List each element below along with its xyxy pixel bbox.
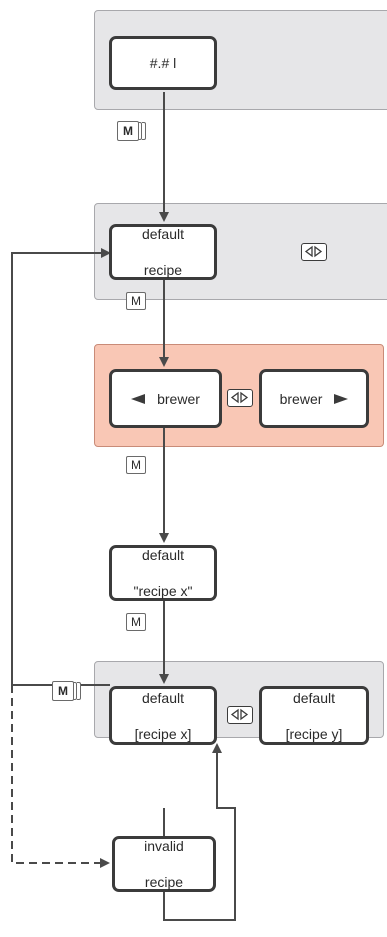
recipe-y-line1: default	[292, 689, 336, 706]
recipe-y-line2: [recipe y]	[285, 725, 343, 742]
default-recipe-line2: recipe	[143, 262, 183, 278]
recipe-x-quoted-line1: default	[141, 547, 185, 563]
left-right-arrow-icon	[301, 243, 327, 261]
default-recipe-x-quoted-node: default "recipe x"	[109, 545, 217, 601]
recipe-x-line1: default	[141, 689, 185, 706]
default-recipe-line1: default	[141, 226, 185, 242]
brewer-left-label: brewer	[157, 390, 200, 407]
m-key-label: M	[117, 121, 139, 141]
invalid-recipe-line2: recipe	[144, 874, 184, 890]
recipe-x-quoted-line2: "recipe x"	[133, 583, 193, 599]
default-recipe-y-node: default [recipe y]	[259, 686, 369, 745]
right-triangle-icon	[334, 393, 349, 404]
left-right-arrow-icon	[227, 706, 253, 724]
arrow-invalid-to-select	[163, 743, 236, 921]
arrow-loop-back	[11, 248, 111, 686]
left-triangle-icon	[131, 393, 146, 404]
arrow-dashed-to-invalid	[11, 685, 110, 868]
m-key-label: M	[52, 681, 74, 701]
multi-press-m-icon: M	[52, 681, 84, 701]
default-recipe-node: default recipe	[109, 224, 217, 280]
brewer-left-node: brewer	[109, 369, 222, 428]
brewer-right-node: brewer	[259, 369, 369, 428]
display-value: #.# l	[149, 55, 177, 71]
m-key-icon: M	[126, 292, 146, 310]
recipe-x-line2: [recipe x]	[134, 725, 192, 742]
invalid-recipe-line1: invalid	[144, 838, 184, 854]
m-key-icon: M	[126, 613, 146, 631]
left-right-arrow-icon	[227, 389, 253, 407]
invalid-recipe-node: invalid recipe	[112, 836, 216, 892]
brewer-right-label: brewer	[279, 390, 323, 407]
display-node: #.# l	[109, 36, 217, 90]
multi-press-m-icon: M	[117, 121, 149, 141]
default-recipe-x-node: default [recipe x]	[109, 686, 217, 745]
m-key-icon: M	[126, 456, 146, 474]
